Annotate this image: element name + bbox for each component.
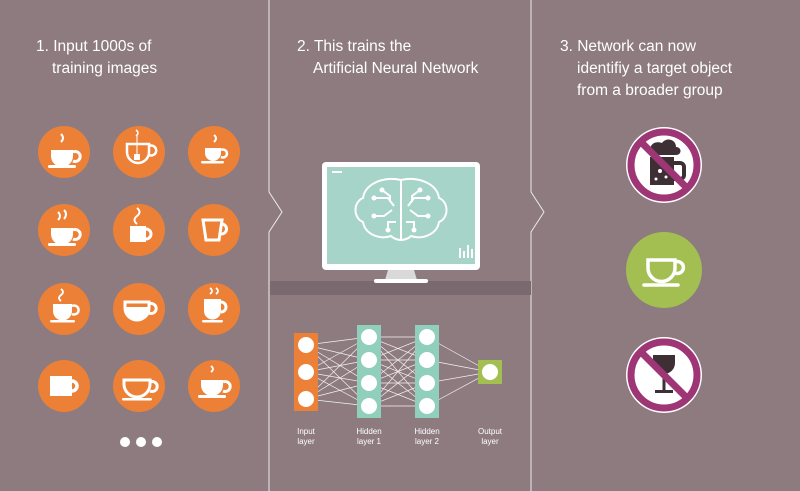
tea-cup-icon [113,126,165,178]
step-1-line-1: 1. Input 1000s of [36,38,152,55]
step-3-line-3: from a broader group [577,82,723,99]
wine-glass-icon [626,337,702,413]
cappuccino-cup-icon [188,360,240,412]
label-line: Hidden [414,427,440,436]
label-line: layer 2 [414,437,439,446]
label-line: layer [481,437,499,446]
dot [136,437,146,447]
step-1-title: 1. Input 1000s of training images [36,36,157,80]
espresso-cup-icon [188,126,240,178]
step-2-line-1: 2. This trains the [297,38,412,55]
coffee-cup-saucer-icon [38,204,90,256]
bowl-cup-icon [113,360,165,412]
step-2-title: 2. This trains the Artificial Neural Net… [297,36,478,80]
steaming-mug-icon [113,204,165,256]
dot [152,437,162,447]
hidden-layer-1-label: Hidden layer 1 [344,427,394,447]
label-line: Hidden [356,427,382,436]
step-3-line-2: identifiy a target object [577,60,733,77]
dot [120,437,130,447]
wide-cup-icon [113,283,165,335]
brain-nodes [371,187,431,233]
bars-icon [459,245,473,258]
tall-mug-icon [188,204,240,256]
neural-network-diagram [294,325,502,418]
step-3-title: 3. Network can now identifiy a target ob… [560,36,732,102]
coffee-cup-icon [38,126,90,178]
hidden-layer-2-label: Hidden layer 2 [402,427,452,447]
label-line: Input [297,427,315,436]
brain-icon [354,178,448,241]
step-2-line-2: Artificial Neural Network [313,60,479,77]
label-line: layer 1 [356,437,381,446]
output-layer-label: Output layer [465,427,515,447]
hot-mug-icon [188,283,240,335]
training-images-grid [38,126,240,412]
more-images-ellipsis [120,434,168,452]
prohibited-slash [638,139,690,191]
beer-mug-icon [626,127,702,203]
mug-icon [38,360,90,412]
input-layer-label: Input layer [281,427,331,447]
latte-cup-icon [38,283,90,335]
coffee-cup-icon [626,232,702,308]
step-3-line-1: 3. Network can now [560,38,697,55]
network-nodes [298,329,498,414]
label-line: layer [297,437,315,446]
label-line: Output [477,427,502,436]
step-1-line-2: training images [52,60,158,77]
prohibited-slash [638,349,690,401]
desk-shadow [270,281,531,295]
result-icons [626,127,702,413]
monitor-stand [385,270,417,280]
monitor-illustration [270,162,531,295]
